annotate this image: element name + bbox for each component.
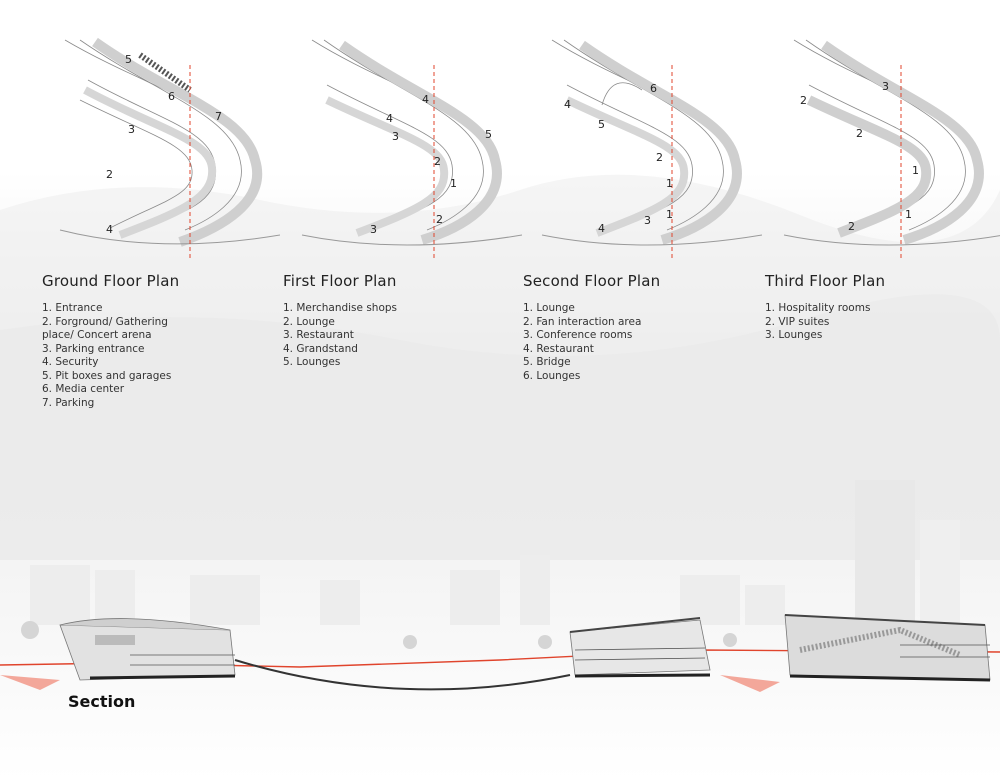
legend-list: 1. Entrance 2. Forground/ Gathering plac…: [42, 302, 262, 410]
left-building: [59, 618, 236, 681]
legend-item: 3. Lounges: [765, 329, 823, 341]
plan-label: 3: [128, 123, 135, 136]
section-drawing: [0, 480, 1000, 692]
second-floor-caption: Second Floor Plan 1. Lounge 2. Fan inter…: [523, 272, 743, 383]
ground-floor-plan-drawing: 5 6 7 3 2 4: [40, 30, 280, 270]
legend-item: 1. Hospitality rooms: [765, 302, 871, 314]
legend-item: 3. Restaurant: [283, 329, 354, 341]
legend-item: 6. Media center: [42, 383, 125, 395]
plan-label: 2: [436, 213, 443, 226]
legend-item: 2. Forground/ Gathering place/ Concert a…: [42, 315, 168, 342]
legend-item: 1. Lounge: [523, 302, 575, 314]
legend-item: 2. Fan interaction area: [523, 315, 642, 328]
plan-label: 4: [106, 223, 113, 236]
third-floor-caption: Third Floor Plan 1. Hospitality rooms 2.…: [765, 272, 985, 343]
legend-item: 1. Entrance: [42, 302, 103, 314]
plan-label: 1: [666, 177, 673, 190]
plan-label: 3: [882, 80, 889, 93]
plan-label: 4: [386, 112, 393, 125]
plan-label: 2: [800, 94, 807, 107]
plan-label: 6: [650, 82, 657, 95]
legend-item: 2. VIP suites: [765, 315, 830, 328]
plan-label: 4: [422, 93, 429, 106]
plan-label: 2: [434, 155, 441, 168]
plan-label: 1: [666, 208, 673, 221]
plan-label: 1: [912, 164, 919, 177]
legend-item: 3. Parking entrance: [42, 342, 145, 355]
plan-label: 5: [485, 128, 492, 141]
plan-label: 7: [215, 110, 222, 123]
plan-label: 3: [392, 130, 399, 143]
plan-label: 4: [564, 98, 571, 111]
plan-label: 2: [106, 168, 113, 181]
plan-label: 5: [598, 118, 605, 131]
plan-label: 1: [905, 208, 912, 221]
second-floor-plan-drawing: 6 4 5 2 1 1 4 3: [522, 30, 762, 270]
plan-title: Second Floor Plan: [523, 272, 661, 290]
legend-item: 6. Lounges: [523, 369, 581, 382]
plan-label: 5: [125, 53, 132, 66]
plan-label: 2: [848, 220, 855, 233]
plan-label: 6: [168, 90, 175, 103]
plan-title: Third Floor Plan: [765, 272, 886, 290]
plan-label: 1: [450, 177, 457, 190]
legend-list: 1. Lounge 2. Fan interaction area 3. Con…: [523, 302, 743, 383]
legend-item: 5. Lounges: [283, 356, 341, 368]
third-floor-plan-drawing: 3 2 2 1 1 2: [764, 30, 1000, 270]
legend-item: 4. Grandstand: [283, 342, 358, 355]
legend-item: 5. Bridge: [523, 356, 571, 368]
legend-item: 4. Security: [42, 356, 99, 368]
plan-label: 3: [370, 223, 377, 236]
legend-item: 4. Restaurant: [523, 342, 594, 355]
legend-item: 2. Lounge: [283, 315, 335, 328]
plan-label: 2: [656, 151, 663, 164]
plan-label: 2: [856, 127, 863, 140]
legend-item: 1. Merchandise shops: [283, 302, 398, 314]
first-floor-plan-drawing: 4 4 3 5 2 1 2 3: [282, 30, 522, 270]
plan-label: 4: [598, 222, 605, 235]
first-floor-caption: First Floor Plan 1. Merchandise shops 2.…: [283, 272, 503, 370]
right-building: [784, 614, 991, 682]
legend-list: 1. Merchandise shops 2. Lounge 3. Restau…: [283, 302, 503, 370]
plan-label: 3: [644, 214, 651, 227]
legend-item: 7. Parking: [42, 396, 95, 409]
section-title: Section: [68, 692, 136, 711]
plan-title: Ground Floor Plan: [42, 272, 180, 290]
legend-list: 1. Hospitality rooms 2. VIP suites 3. Lo…: [765, 302, 985, 343]
middle-building: [569, 617, 711, 678]
legend-item: 3. Conference rooms: [523, 329, 633, 341]
legend-item: 5. Pit boxes and garages: [42, 369, 172, 382]
plan-title: First Floor Plan: [283, 272, 397, 290]
ground-floor-caption: Ground Floor Plan 1. Entrance 2. Forgrou…: [42, 272, 262, 410]
